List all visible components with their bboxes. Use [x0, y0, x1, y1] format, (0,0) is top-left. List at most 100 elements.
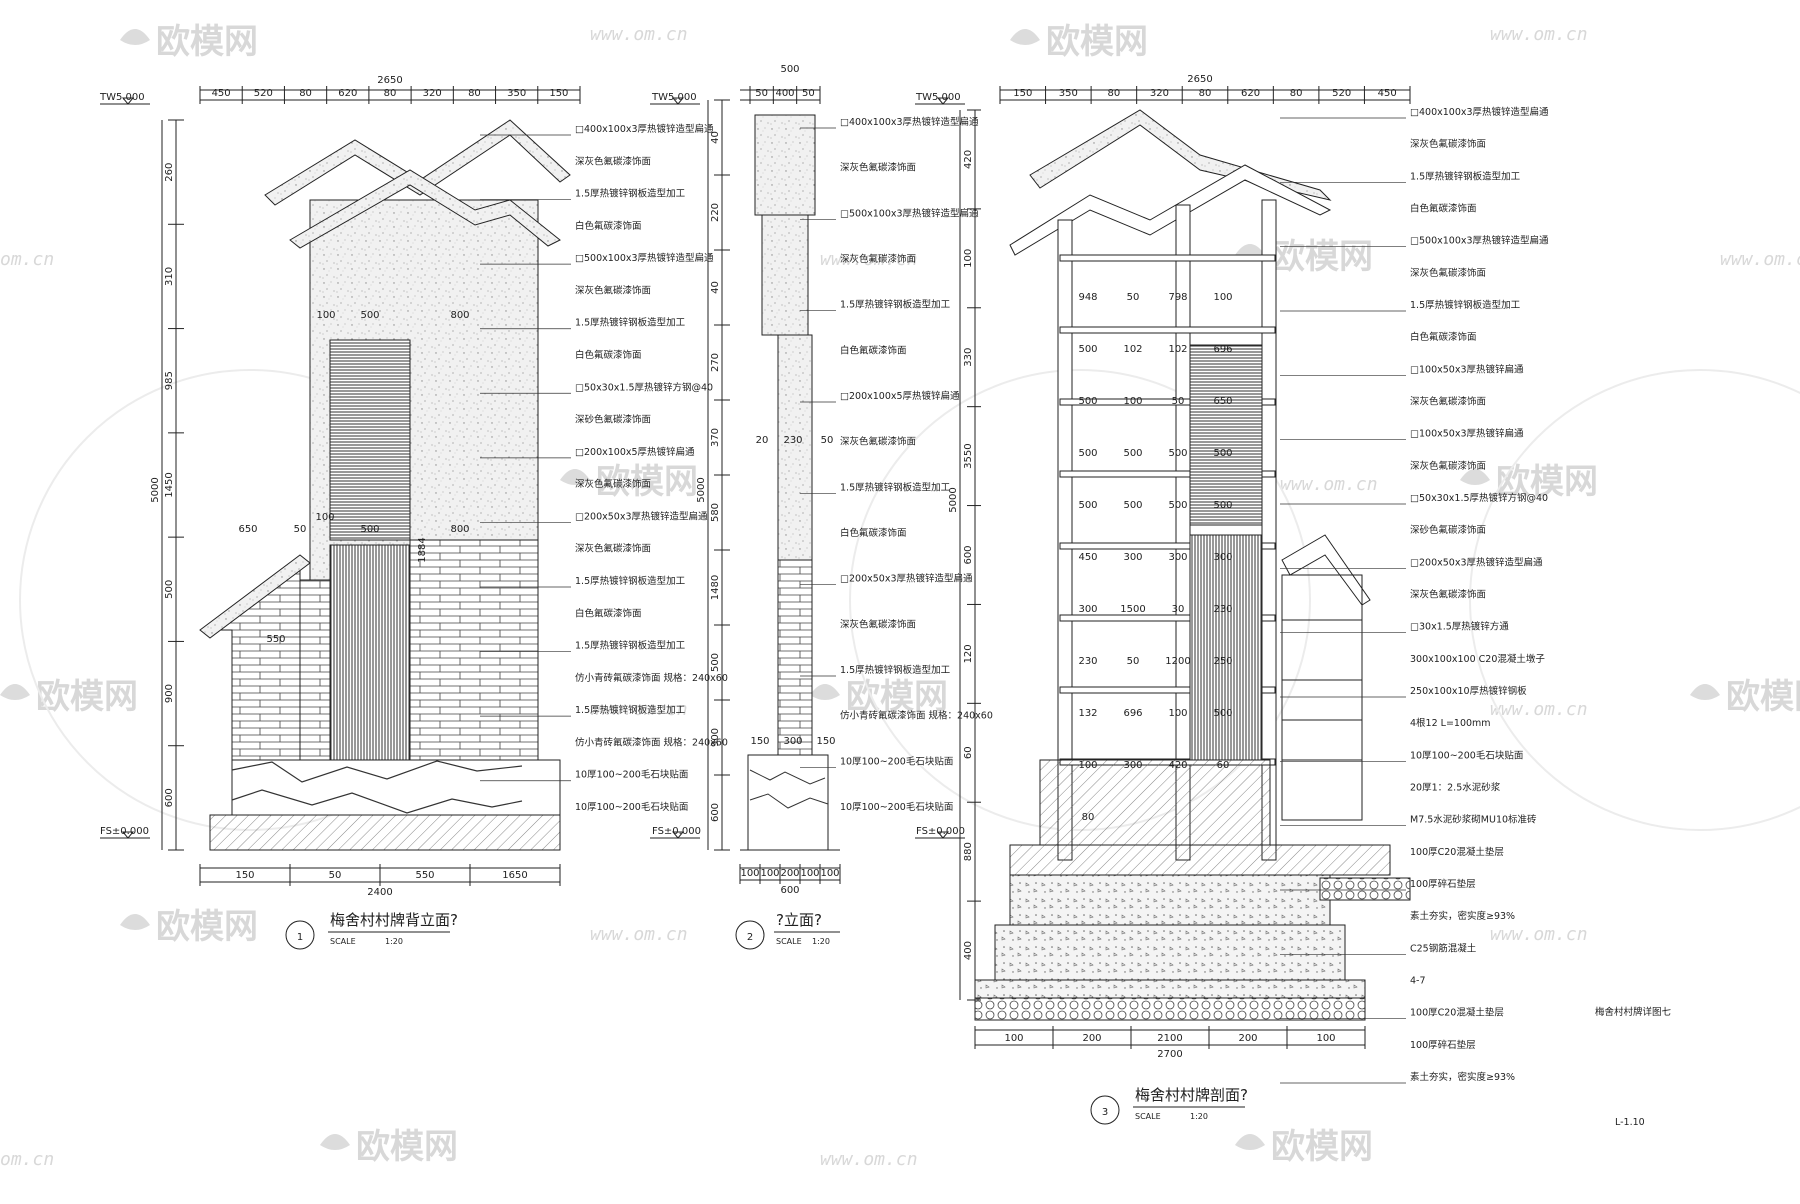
- slat-panel-upper: [1189, 344, 1263, 526]
- gravel-bed: [974, 997, 1366, 1021]
- dimension-value: 520: [254, 88, 273, 99]
- dimension-value: 900: [164, 684, 175, 703]
- inner-dimension: 30: [1172, 604, 1185, 615]
- level-top-label: TW5.000: [651, 92, 697, 103]
- watermark-brand: 欧模网: [1496, 462, 1598, 502]
- inner-dimension: 100: [315, 512, 334, 523]
- annotation-label: □400x100x3厚热镀锌造型扁通: [1410, 106, 1549, 118]
- inner-dimension: 50: [294, 524, 307, 535]
- inner-dimension: 50: [1172, 396, 1185, 407]
- watermark-url: www.om.cn: [1720, 249, 1800, 270]
- annotation-label: □500x100x3厚热镀锌造型扁通: [575, 252, 714, 264]
- annotation-label: 深灰色氟碳漆饰面: [840, 253, 916, 265]
- section-drawing: TW5.000 FS±0.000: [915, 74, 1549, 1125]
- watermark-logo-icon: [1235, 1134, 1265, 1150]
- inner-dimension: 100: [1213, 292, 1232, 303]
- annotation-label: □50x30x1.5厚热镀锌方钢@40: [575, 381, 713, 393]
- annotation-label: 10厚100~200毛石块贴面: [840, 755, 953, 767]
- watermark-brand: 欧模网: [1046, 22, 1148, 62]
- slat-panel-lower: [329, 544, 411, 761]
- drawing-number: 1: [297, 932, 303, 943]
- roof-lower: [289, 169, 561, 249]
- annotation-label: 深灰色氟碳漆饰面: [575, 155, 651, 167]
- inner-dimension: 132: [1078, 708, 1097, 719]
- inner-dimension: 550: [266, 634, 285, 645]
- inner-dimension: 500: [1168, 448, 1187, 459]
- level-top-label: TW5.000: [99, 92, 145, 103]
- inner-dimension: 100: [1123, 396, 1142, 407]
- annotation-label: 10厚100~200毛石块贴面: [575, 801, 688, 813]
- dimension-value: 450: [212, 88, 231, 99]
- annotation-label: 深砂色氟碳漆饰面: [575, 414, 651, 426]
- dimension-value: 620: [1241, 88, 1260, 99]
- annotation-label: 1.5厚热镀锌钢板造型加工: [840, 299, 951, 311]
- cross-beam: [1059, 326, 1276, 334]
- dimension-value: 260: [164, 163, 175, 182]
- dimension-value: 500: [164, 580, 175, 599]
- annotation-label: 白色氟碳漆饰面: [575, 220, 642, 232]
- inner-dimension: 1884: [417, 537, 428, 562]
- dimension-value: 580: [710, 503, 721, 522]
- inner-dimension: 60: [1217, 760, 1230, 771]
- annotation-label: C25钢筋混凝土: [1410, 942, 1477, 954]
- watermark-logo-icon: [810, 684, 840, 700]
- annotation-label: 1.5厚热镀锌钢板造型加工: [575, 575, 686, 587]
- sheet-name: 梅舍村村牌详图七: [1595, 1006, 1672, 1018]
- level-marker-bottom: FS±0.000: [915, 826, 965, 839]
- inner-dimension: 650: [1213, 396, 1232, 407]
- dimension-value: 40: [710, 131, 721, 144]
- annotation-label: 100厚碎石垫层: [1410, 1039, 1476, 1051]
- annotation-label: □100x50x3厚热镀锌扁通: [1410, 428, 1524, 440]
- inner-dimension: 450: [1078, 552, 1097, 563]
- left-total-dim: 5000: [696, 477, 707, 502]
- watermark-url: www.om.cn: [820, 249, 918, 270]
- dimension-value: 60: [963, 746, 974, 759]
- dimension-value: 100: [800, 868, 819, 879]
- dimension-value: 200: [780, 868, 799, 879]
- inner-dimension: 100: [316, 310, 335, 321]
- inner-dimension: 300: [1078, 604, 1097, 615]
- scale-label: SCALE: [330, 937, 356, 946]
- watermark-logo-icon: [1010, 29, 1040, 45]
- dimension-value: 420: [963, 150, 974, 169]
- dimension-value: 900: [710, 728, 721, 747]
- annotation-label: □200x50x3厚热镀锌造型扁通: [1410, 556, 1543, 568]
- watermark-url: www.om.cn: [1280, 474, 1378, 495]
- dimension-value: 880: [963, 842, 974, 861]
- inner-dimension: 1200: [1165, 656, 1190, 667]
- inner-dimension: 300: [783, 736, 802, 747]
- base-footing: [209, 814, 561, 851]
- annotation-label: □500x100x3厚热镀锌造型扁通: [840, 207, 979, 219]
- annotation-label: □400x100x3厚热镀锌造型扁通: [575, 123, 714, 135]
- cross-beam: [1059, 614, 1276, 622]
- inner-dimension: 500: [1078, 344, 1097, 355]
- annotation-label: □200x50x3厚热镀锌造型扁通: [575, 510, 708, 522]
- inner-dimension: 800: [450, 310, 469, 321]
- annotation-label: 深灰色氟碳漆饰面: [840, 162, 916, 174]
- dimension-value: 620: [338, 88, 357, 99]
- footing-lower: [994, 924, 1346, 981]
- level-marker-top: TW5.000: [915, 92, 965, 105]
- annotation-label: 白色氟碳漆饰面: [1410, 203, 1477, 215]
- annotation-label: 4根12 L=100mm: [1410, 717, 1491, 729]
- annotation-label: 深灰色氟碳漆饰面: [840, 436, 916, 448]
- drawing-2-title: 2 ?立面? SCALE 1:20: [735, 911, 840, 950]
- inner-dimension: 500: [1213, 500, 1232, 511]
- inner-dimension: 20: [756, 435, 769, 446]
- watermark-brand: 欧模网: [156, 907, 258, 947]
- watermark-brand: 欧模网: [1271, 237, 1373, 277]
- inner-dimension: 420: [1168, 760, 1187, 771]
- drawing-number: 3: [1102, 1107, 1108, 1118]
- dimension-value: 320: [423, 88, 442, 99]
- inner-dimension: 50: [1127, 656, 1140, 667]
- dimension-value: 100: [760, 868, 779, 879]
- bottom-total-dim: 2700: [1157, 1049, 1182, 1060]
- annotation-label: 白色氟碳漆饰面: [1410, 331, 1477, 343]
- annotation-label: 10厚100~200毛石块贴面: [840, 801, 953, 813]
- annotation-label: 20厚1：2.5水泥砂浆: [1410, 782, 1501, 794]
- dimension-value: 450: [1378, 88, 1397, 99]
- watermark-logo-icon: [560, 469, 590, 485]
- inner-dimension: 500: [1213, 448, 1232, 459]
